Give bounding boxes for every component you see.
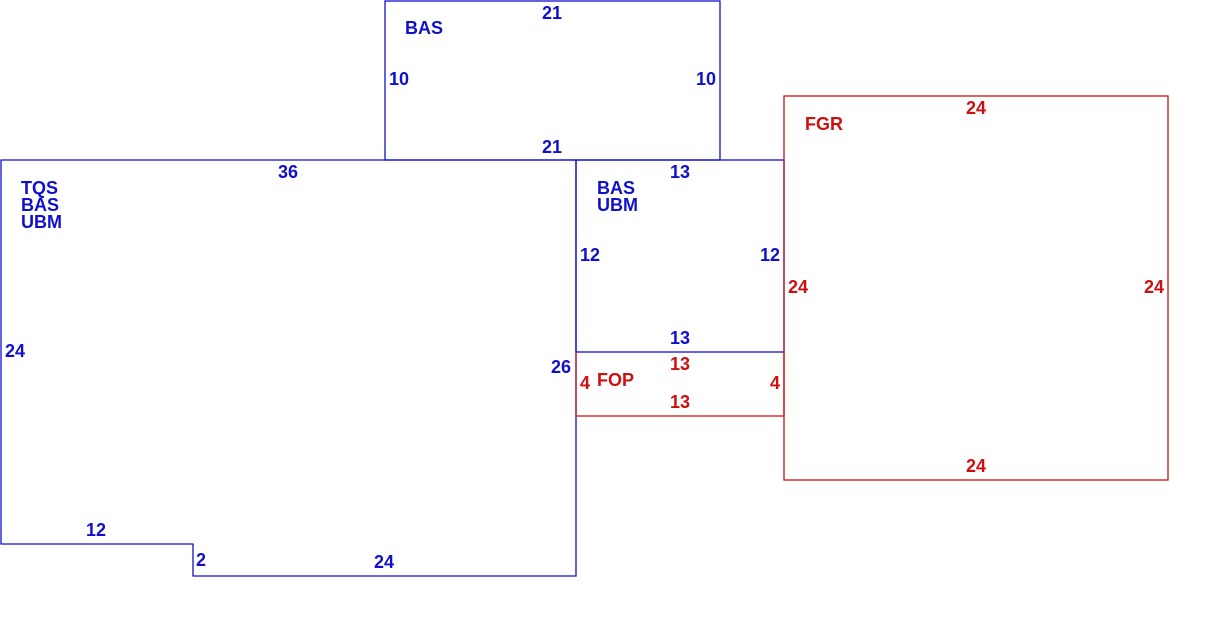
- main-code-bas: BAS: [21, 195, 59, 215]
- middle-top-dim: 13: [670, 162, 690, 182]
- fgr-outline: [783, 95, 1169, 481]
- middle-bottom-dim: 13: [670, 328, 690, 348]
- main-code-tqs: TQS: [21, 178, 58, 198]
- main-top-dim: 36: [278, 162, 298, 182]
- fop-right-dim: 4: [770, 373, 780, 393]
- fgr-top-dim: 24: [966, 98, 986, 118]
- main-code-ubm: UBM: [21, 212, 62, 232]
- main-step-top-dim: 12: [86, 520, 106, 540]
- top-bas-right-dim: 10: [696, 69, 716, 89]
- top-bas-code: BAS: [405, 18, 443, 38]
- middle-left-dim: 12: [580, 245, 600, 265]
- main-bottom-dim: 24: [374, 552, 394, 572]
- main-left-dim: 24: [5, 341, 25, 361]
- middle-right-dim: 12: [760, 245, 780, 265]
- main-step-side-dim: 2: [196, 550, 206, 570]
- fop-code: FOP: [597, 370, 634, 390]
- fgr-bottom-dim: 24: [966, 456, 986, 476]
- middle-code-bas: BAS: [597, 178, 635, 198]
- fop-bottom-dim: 13: [670, 392, 690, 412]
- middle-code-ubm: UBM: [597, 195, 638, 215]
- main-area-outline: [0, 159, 577, 577]
- fop-left-dim: 4: [580, 373, 590, 393]
- fgr-left-dim: 24: [788, 277, 808, 297]
- fgr-code: FGR: [805, 114, 843, 134]
- fgr-right-dim: 24: [1144, 277, 1164, 297]
- top-bas-bottom-dim: 21: [542, 137, 562, 157]
- main-right-dim: 26: [551, 357, 571, 377]
- top-bas-left-dim: 10: [389, 69, 409, 89]
- top-bas-top-dim: 21: [542, 3, 562, 23]
- fop-top-dim: 13: [670, 354, 690, 374]
